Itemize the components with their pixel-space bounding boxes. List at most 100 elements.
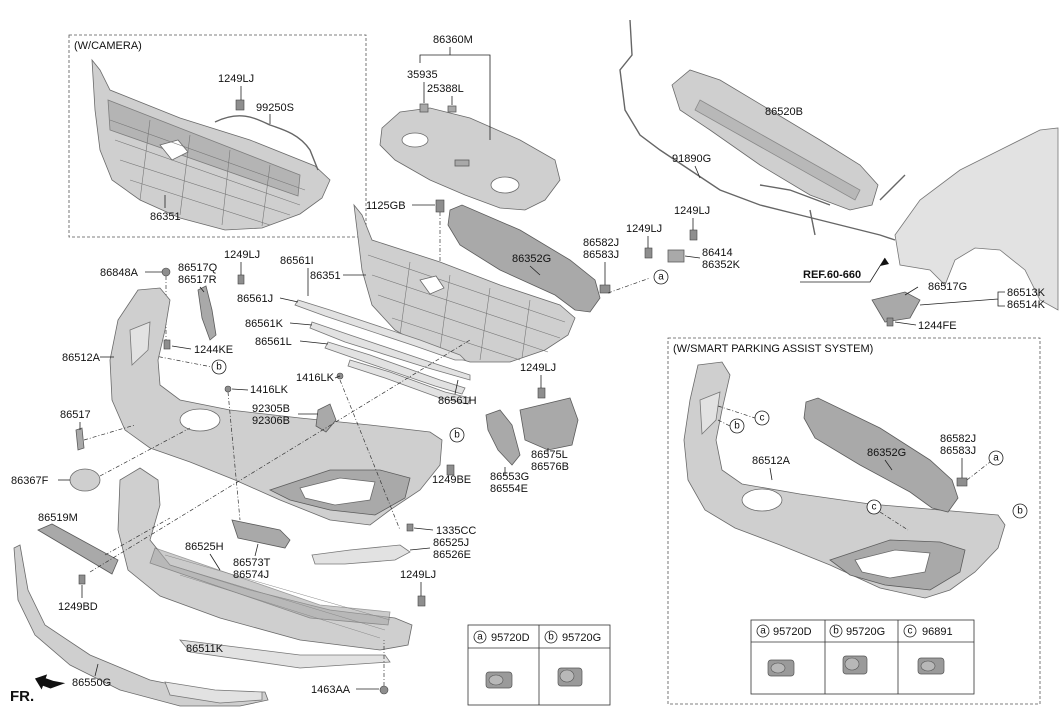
- harness-91890G: [619, 19, 896, 241]
- label-91890G: 91890G: [672, 153, 711, 165]
- table-large-a-letter: a: [760, 626, 766, 637]
- molding-86573T: [231, 519, 291, 549]
- lower-lip-86511K: [179, 639, 391, 669]
- label-86582J-b: 86582J: [940, 433, 976, 445]
- bracket-86517Q: [197, 285, 217, 341]
- label-86512A-a: 86512A: [62, 352, 101, 364]
- bolt-1249LJ-camera: [235, 99, 245, 111]
- sensor-95720D-large: [767, 659, 795, 677]
- label-86525H: 86525H: [185, 541, 224, 553]
- sensor-table-small: a 95720D b 95720G: [467, 624, 611, 706]
- label-86583J-b: 86583J: [940, 445, 976, 457]
- label-1416LK-a: 1416LK: [296, 372, 335, 384]
- label-86583J: 86583J: [583, 249, 619, 261]
- bolt-1249BE: [446, 464, 455, 476]
- label-86352G: 86352G: [512, 253, 551, 265]
- label-86525J: 86525J: [433, 537, 469, 549]
- label-86554E: 86554E: [490, 483, 528, 495]
- callout-a-top: [653, 269, 669, 285]
- moldings-86561: [294, 299, 471, 405]
- table-large-b-letter: b: [833, 626, 839, 637]
- camera-harness-99250S: [214, 115, 319, 171]
- clip-1416LK-b: [224, 385, 232, 393]
- label-86360M: 86360M: [433, 34, 473, 46]
- part-86517: [75, 427, 85, 451]
- label-86520B: 86520B: [765, 106, 803, 118]
- label-86517G: 86517G: [928, 281, 967, 293]
- label-86517: 86517: [60, 409, 91, 421]
- label-92305B: 92305B: [252, 403, 290, 415]
- front-bumper-86512A: [109, 287, 443, 526]
- callout-b-spas-left: [729, 418, 745, 434]
- table-small-a-part: 95720D: [491, 632, 530, 644]
- bracket-86553G: [485, 409, 521, 466]
- camera-variant-box: [68, 34, 367, 238]
- lower-grille-86525H: [117, 467, 413, 651]
- table-large-a-part: 95720D: [773, 626, 812, 638]
- callout-a-top-text: a: [658, 272, 664, 283]
- label-86848A: 86848A: [100, 267, 139, 279]
- label-86511K: 86511K: [186, 643, 224, 655]
- label-1249LJ-f: 1249LJ: [400, 569, 436, 581]
- spas-variant-title: (W/SMART PARKING ASSIST SYSTEM): [673, 343, 873, 355]
- table-large-c-part: 96891: [922, 626, 953, 638]
- label-86367F: 86367F: [11, 475, 49, 487]
- bolt-1249BD: [78, 574, 86, 585]
- clip-1335CC: [406, 523, 414, 532]
- callout-b-bumper-text: b: [454, 430, 460, 441]
- label-86519M: 86519M: [38, 512, 78, 524]
- label-1249LJ-e: 1249LJ: [520, 362, 556, 374]
- grille-86351: [353, 203, 576, 363]
- label-86351-b: 86351: [310, 270, 341, 282]
- callout-c-spas-mid-text: c: [872, 502, 877, 513]
- bracket-86575L: [519, 397, 579, 451]
- label-1249BE: 1249BE: [432, 474, 471, 486]
- label-86514K: 86514K: [1007, 299, 1046, 311]
- grille-camera-86351: [91, 58, 331, 231]
- label-1249LJ-b: 1249LJ: [626, 223, 662, 235]
- upper-cover-86360M: [379, 103, 561, 211]
- label-front-direction: FR.: [10, 688, 34, 705]
- label-86553G: 86553G: [490, 471, 529, 483]
- bolt-1249LJ-f: [417, 595, 426, 607]
- label-86561K: 86561K: [245, 318, 284, 330]
- label-1335CC: 1335CC: [436, 525, 476, 537]
- emblem-86367F: [69, 468, 101, 492]
- bolt-1249LJ-b: [644, 247, 653, 259]
- bracket-86414: [667, 249, 685, 263]
- bolt-1249LJ-c: [689, 229, 698, 241]
- bolt-1244KE: [163, 339, 171, 350]
- bolt-1249LJ-d: [237, 274, 245, 285]
- label-86561I: 86561I: [280, 255, 314, 267]
- label-86573T: 86573T: [233, 557, 271, 569]
- bracket-86352G: [447, 204, 601, 313]
- label-86352G-b: 86352G: [867, 447, 906, 459]
- label-86574J: 86574J: [233, 569, 269, 581]
- callout-b-left-text: b: [216, 362, 222, 373]
- label-35935: 35935: [407, 69, 438, 81]
- molding-86525J: [311, 544, 411, 565]
- label-25388L: 25388L: [427, 83, 464, 95]
- sensor-95720G-small: [557, 667, 583, 687]
- label-86576B: 86576B: [531, 461, 569, 473]
- sensor-table-large: a 95720D b 95720G c 96891: [750, 619, 975, 695]
- callout-c-spas-top-text: c: [760, 413, 765, 424]
- side-bracket-86513K: [871, 291, 921, 323]
- label-86512A-b: 86512A: [752, 455, 791, 467]
- spas-variant-box: [667, 337, 1041, 705]
- label-1416LK-b: 1416LK: [250, 384, 289, 396]
- sensor-96891-large: [917, 657, 945, 675]
- skid-plate-86550G: [13, 544, 269, 707]
- label-1244KE: 1244KE: [194, 344, 233, 356]
- label-ref-60-660: REF.60-660: [803, 269, 861, 281]
- callout-b-spas-left-text: b: [734, 421, 740, 432]
- label-1249LJ-c: 1249LJ: [674, 205, 710, 217]
- camera-variant-title: (W/CAMERA): [74, 40, 142, 52]
- label-86517Q: 86517Q: [178, 262, 218, 274]
- sensor-95720D-small: [485, 671, 513, 689]
- nut-1463AA: [379, 685, 389, 695]
- label-92306B: 92306B: [252, 415, 290, 427]
- label-86561J: 86561J: [237, 293, 273, 305]
- callout-b-bumper: [449, 427, 465, 443]
